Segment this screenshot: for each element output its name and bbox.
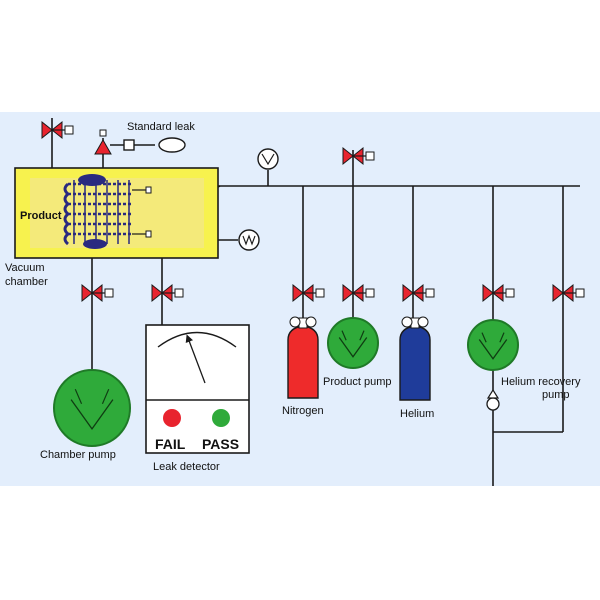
valve-icon bbox=[292, 283, 325, 303]
check-valve-icon bbox=[486, 388, 500, 411]
label-helium: Helium bbox=[400, 408, 434, 420]
valve-icon bbox=[94, 129, 112, 155]
valve-icon bbox=[342, 146, 375, 166]
nitrogen-cylinder bbox=[287, 316, 319, 399]
label-vacuum-chamber-1: Vacuum bbox=[5, 262, 45, 274]
label-standard-leak: Standard leak bbox=[127, 121, 195, 133]
pumps bbox=[53, 317, 519, 447]
valve-icon bbox=[342, 283, 375, 303]
label-nitrogen: Nitrogen bbox=[282, 405, 324, 417]
valves bbox=[41, 120, 585, 303]
label-fail: FAIL bbox=[155, 436, 186, 452]
helium-cylinder bbox=[399, 316, 431, 401]
label-pass: PASS bbox=[202, 436, 239, 452]
label-product-pump: Product pump bbox=[323, 376, 391, 388]
label-chamber-pump: Chamber pump bbox=[40, 449, 116, 461]
valve-icon bbox=[552, 283, 585, 303]
valve-icon bbox=[151, 283, 184, 303]
valve-icon bbox=[402, 283, 435, 303]
pass-light bbox=[212, 409, 230, 427]
leak-detector-unit bbox=[145, 324, 250, 454]
valve-icon bbox=[81, 283, 114, 303]
chamber-pump-icon bbox=[53, 369, 131, 447]
helium-recovery-pump-icon bbox=[467, 319, 519, 371]
label-leak-detector: Leak detector bbox=[153, 461, 220, 473]
pressure-gauge-chamber bbox=[238, 229, 260, 251]
vacuum-chamber bbox=[14, 167, 219, 259]
product-coil-icon bbox=[63, 174, 152, 249]
label-helium-recovery-1: Helium recovery bbox=[501, 376, 581, 388]
label-vacuum-chamber-2: chamber bbox=[5, 276, 48, 288]
label-helium-recovery-2: pump bbox=[542, 389, 570, 401]
product-pump-icon bbox=[327, 317, 379, 369]
standard-leak-device bbox=[123, 137, 186, 153]
pressure-gauge-top bbox=[257, 148, 279, 170]
label-product: Product bbox=[20, 210, 62, 222]
fail-light bbox=[163, 409, 181, 427]
valve-icon bbox=[482, 283, 515, 303]
valve-icon bbox=[41, 120, 74, 140]
meter-needle-icon bbox=[185, 334, 206, 384]
